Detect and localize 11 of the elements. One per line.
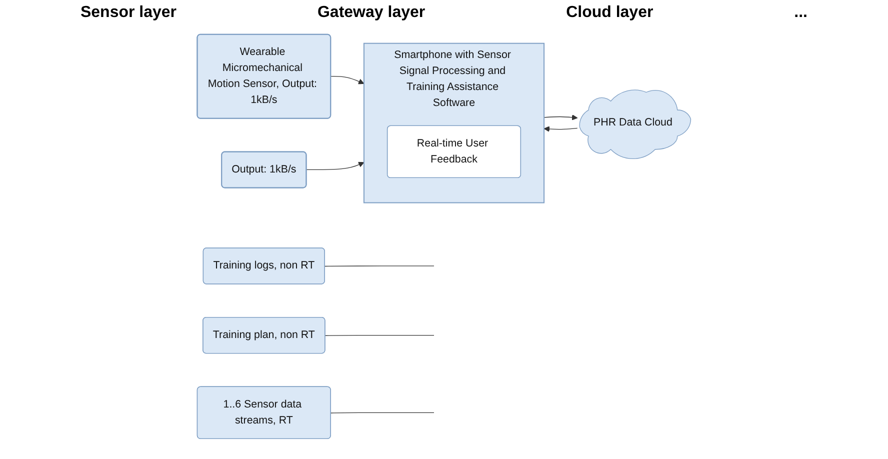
layer-heading: Sensor layer (80, 4, 177, 22)
arrow (306, 161, 364, 170)
connector (330, 412, 434, 413)
arrow (330, 76, 364, 84)
layer-heading: Gateway layer (317, 4, 426, 22)
connector (324, 334, 434, 336)
connector (324, 265, 434, 266)
layer-heading: ... (794, 4, 808, 22)
layer-heading: Cloud layer (566, 4, 654, 22)
arrow (544, 126, 578, 132)
arrow (544, 114, 578, 120)
